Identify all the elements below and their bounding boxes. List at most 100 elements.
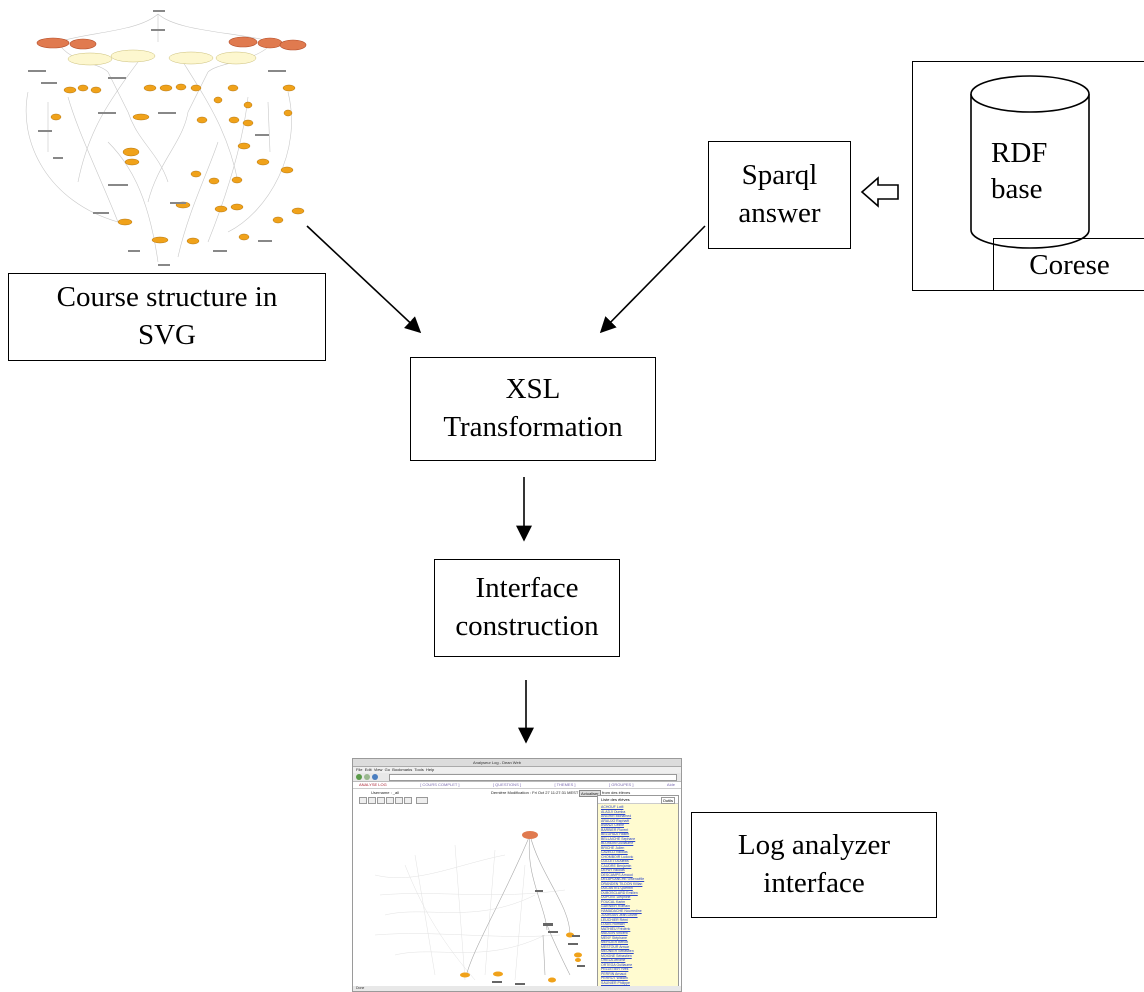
xsl-transformation-box: XSL Transformation [410, 357, 656, 461]
student-link[interactable]: DESCAMPS Arnaud [601, 872, 633, 877]
update-button[interactable]: Actualiser [579, 790, 601, 797]
menu-bar: File Edit View Go Bookmarks Tools Help [353, 767, 681, 773]
course-structure-graph-image [25, 10, 307, 266]
corese-box: Corese [993, 238, 1144, 291]
student-link[interactable]: LOUIS Romain [601, 922, 625, 926]
menu-view[interactable]: View [373, 767, 383, 772]
xsl-line2: Transformation [443, 411, 623, 443]
student-link[interactable]: DRANDEN TILDON Killian [601, 881, 643, 886]
menu-tools[interactable]: Tools [414, 767, 424, 772]
rdf-line2: base [991, 173, 1043, 206]
student-list-title: Liste des élèves [601, 797, 630, 802]
course-structure-box: Course structure in SVG [8, 273, 326, 361]
student-link[interactable]: MAUGIN Vincent [601, 931, 628, 935]
student-link[interactable]: AVANZI Céline [601, 823, 625, 827]
edge-svg-to-xsl [306, 225, 422, 334]
edge-sparql-to-xsl [599, 225, 706, 334]
tab-groupes[interactable]: [ GROUPES ] [608, 782, 634, 787]
student-list-tools-button[interactable]: Outils [660, 797, 675, 804]
zoom-button[interactable] [359, 797, 367, 804]
menu-file[interactable]: File [356, 767, 363, 772]
rdf-label: RDF base [991, 135, 1047, 208]
zoom-button[interactable] [395, 797, 403, 804]
rdf-base-cylinder [970, 75, 1090, 249]
student-link[interactable]: COLLETTA Alexis [601, 859, 629, 863]
student-link[interactable]: BLONDIN Guillaume [601, 841, 634, 845]
student-link[interactable]: CAZELLI Nicolas [601, 850, 628, 854]
tab-questions[interactable]: [ QUESTIONS ] [492, 782, 521, 787]
menu-bookmarks[interactable]: Bookmarks [392, 767, 413, 772]
username-label: Username : _all [371, 790, 400, 795]
student-link[interactable]: JOURDAN Jean-Olivier [601, 913, 638, 917]
student-link[interactable]: DEPAY Nicolas [601, 868, 625, 872]
student-link[interactable]: PELLETIER Yves [601, 967, 629, 971]
student-link[interactable]: CHOMBOIR Ludovic [601, 854, 634, 859]
zoom-button[interactable] [386, 797, 394, 804]
zoom-button[interactable] [416, 797, 428, 804]
student-link[interactable]: MATHIEU Frédéric [601, 926, 631, 931]
zoom-button[interactable] [377, 797, 385, 804]
menu-go[interactable]: Go [384, 767, 391, 772]
corese-label: Corese [1029, 248, 1110, 281]
menu-edit[interactable]: Edit [364, 767, 372, 772]
student-link[interactable]: ORTEGA Guillaume [601, 962, 633, 967]
student-link[interactable]: BELLAICHE Sephane [601, 836, 636, 841]
interface-line1: Interface [475, 572, 579, 605]
student-list-header: Liste des élèves Outils [598, 796, 678, 804]
modified-text: Dernière Modification : Fri Oct 27 11:27… [491, 790, 589, 795]
zoom-button[interactable] [404, 797, 412, 804]
student-link[interactable]: ORELA Jérôme [601, 958, 626, 962]
back-icon[interactable] [356, 774, 362, 780]
student-link[interactable]: BARBIER Florent [601, 827, 629, 832]
graph-area [355, 795, 595, 987]
address-bar[interactable] [389, 774, 677, 781]
student-link[interactable]: DUCASTEL Quentin [601, 886, 633, 890]
tab-cours-complet[interactable]: [ COURS COMPLET ] [420, 782, 460, 787]
log-analyzer-box: Log analyzer interface [691, 812, 937, 918]
student-link[interactable]: ACHOUF Lotfi [601, 805, 624, 809]
sparql-answer-box: Sparql answer [708, 141, 851, 249]
menu-help[interactable]: Help [426, 767, 435, 772]
reload-icon[interactable] [372, 774, 378, 780]
corese-container: RDF base Corese [912, 61, 1144, 291]
student-link[interactable]: SAUNIER Philippe [601, 980, 630, 985]
student-link[interactable]: MERCIER Benoit [601, 940, 629, 944]
student-link[interactable]: MOIGNE Sébastien [601, 953, 632, 958]
window-title: Analyseur Log - Dean Web [473, 760, 521, 765]
student-link[interactable]: DELAPLANCHE Gwenaëlle [601, 877, 645, 881]
tab-analyse-log[interactable]: ANALYSE LOG [359, 782, 387, 787]
course-structure-line1: Course structure in [56, 281, 278, 314]
student-link[interactable]: LEUCHIER Rémi [601, 917, 628, 922]
student-link[interactable]: ALADJI Oumba [601, 809, 626, 814]
student-link[interactable]: MENY Stéphane [601, 935, 628, 940]
student-link[interactable]: HAMADACHE Nourredine [601, 908, 642, 913]
student-link[interactable]: DUPONT Delphine [601, 895, 631, 899]
student-link[interactable]: BELGHAZI Hakim [601, 832, 630, 836]
app-tab-bar: ANALYSE LOG [ COURS COMPLET ] [ QUESTION… [353, 782, 681, 789]
student-link[interactable]: GARNIER Romain [601, 904, 630, 908]
status-text: Done [356, 986, 365, 990]
student-link[interactable]: MEUNIER Sébastien [601, 949, 634, 953]
student-link[interactable]: BRICHE Julien [601, 845, 625, 850]
analyzer-graph [374, 831, 585, 985]
student-link[interactable]: MESTOUR Anwar [601, 944, 630, 949]
log-analyzer-line1: Log analyzer [737, 829, 891, 862]
sparql-line2: answer [738, 197, 821, 229]
student-link[interactable]: ARAUJO Raphaël [601, 818, 630, 823]
student-link[interactable]: PERROT William [601, 976, 628, 980]
student-link[interactable]: PERRIN Arnaud [601, 971, 627, 976]
info-row: Username : _all Dernière Modification : … [353, 789, 681, 797]
zoom-button[interactable] [368, 797, 376, 804]
student-link[interactable]: FOUCAL Karim [601, 899, 626, 904]
student-link[interactable]: ANGHIR Mohamed [601, 814, 632, 818]
from-label: from des élèves [602, 790, 631, 795]
student-link[interactable]: CAUDRE Benjamin [601, 863, 632, 868]
forward-icon[interactable] [364, 774, 370, 780]
student-link[interactable]: DUBOSCLARD Emilien [601, 890, 638, 895]
window-titlebar: Analyseur Log - Dean Web [353, 759, 681, 767]
tab-aide[interactable]: Aide [666, 782, 675, 787]
tab-themes[interactable]: [ THEMES ] [554, 782, 576, 787]
